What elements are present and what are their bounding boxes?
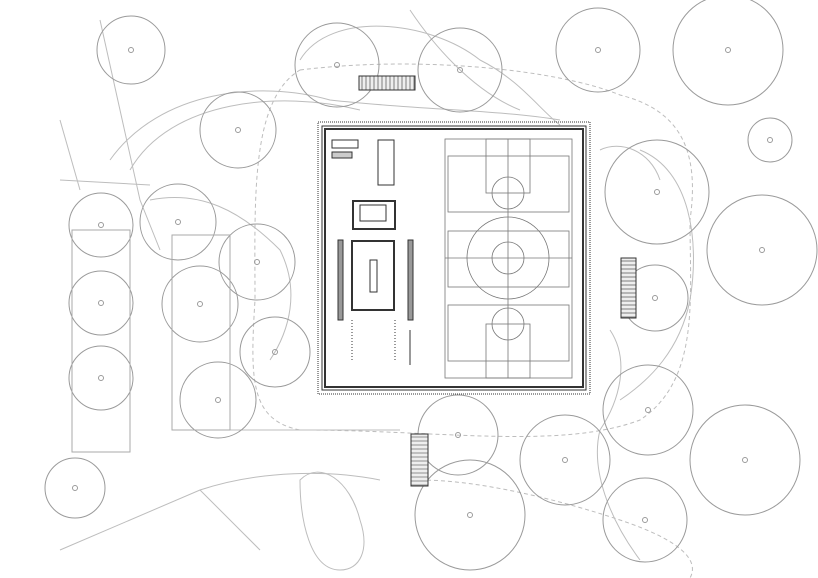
tree-trunk [455,432,461,438]
tree-trunk [759,247,765,253]
tree-canopy [602,477,688,563]
tree-canopy [44,457,106,519]
tree-trunk [742,457,748,463]
tree-canopy [239,316,311,388]
tree-canopy [414,459,526,571]
tree-trunk [654,189,660,195]
tree-trunk [235,127,241,133]
tree-canopy [199,91,277,169]
tree-canopy [161,265,239,343]
tree-trunk [562,457,568,463]
tree-trunk [645,407,651,413]
tree-trunk [215,397,221,403]
tree-canopy [294,22,380,108]
stairs [358,75,637,487]
tree-trunk [175,219,181,225]
building-outer-edge [317,121,591,395]
sports-field [444,138,573,379]
service-block [331,139,414,365]
tree-canopy [555,7,641,93]
tree-canopy [179,361,257,439]
tree-trunk [98,375,104,381]
tree-trunk [272,349,278,355]
tree-canopy [417,27,503,113]
tree-trunk [642,517,648,523]
tree-trunk [254,259,260,265]
tree-canopy [68,345,134,411]
tree-trunk [767,137,773,143]
stair-north [358,75,416,91]
building-roof-line [321,125,587,391]
tree-canopy [139,183,217,261]
tree-canopy [689,404,801,516]
trees [44,0,818,571]
building-wall [324,128,584,388]
tree-trunk [467,512,473,518]
tree-trunk [128,47,134,53]
tree-trunk [334,62,340,68]
tree-canopy [747,117,793,163]
building [317,121,591,395]
tree-canopy [706,194,818,306]
tree-trunk [72,485,78,491]
tree-trunk [725,47,731,53]
tree-trunk [457,67,463,73]
tree-canopy [604,139,710,245]
tree-canopy [68,192,134,258]
tree-canopy [519,414,611,506]
dashed-boundary [252,63,693,578]
tree-trunk [197,301,203,307]
tree-trunk [595,47,601,53]
tree-canopy [96,15,166,85]
tree-canopy [602,364,694,456]
tree-canopy [68,270,134,336]
tree-trunk [98,222,104,228]
parking-strips [71,229,231,453]
tree-trunk [652,295,658,301]
tree-canopy [218,223,296,301]
stair-south [410,433,429,487]
tree-trunk [98,300,104,306]
tree-canopy [672,0,784,106]
